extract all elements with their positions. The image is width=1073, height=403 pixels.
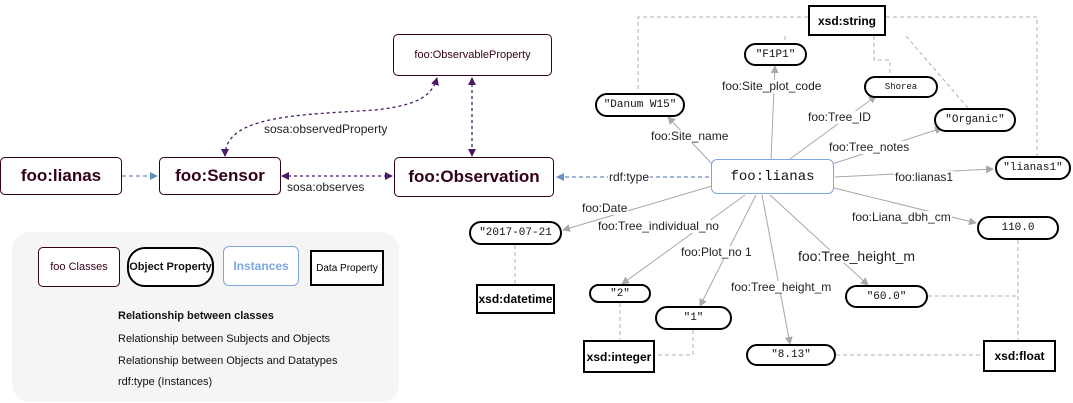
edge-label-tree-id: foo:Tree_ID	[807, 110, 872, 124]
edge-label-tree-notes: foo:Tree_notes	[828, 140, 911, 154]
class-node-sensor[interactable]: foo:Sensor	[159, 157, 281, 195]
edge-label-lianas1: foo:lianas1	[894, 170, 955, 184]
edge-height-a	[769, 194, 869, 286]
class-node-observable-property[interactable]: foo:ObservableProperty	[393, 34, 552, 76]
legend-data-property: Data Property	[310, 250, 384, 286]
legend-label-datatypes: Relationship between Objects and Datatyp…	[118, 355, 338, 367]
edge-label-liana-dbh: foo:Liana_dbh_cm	[851, 210, 952, 224]
datatype-integer[interactable]: xsd:integer	[583, 340, 655, 373]
dt-line-string-danum	[637, 16, 808, 92]
edge-height-b	[761, 194, 793, 345]
literal-danum-w15[interactable]: "Danum W15"	[595, 93, 685, 117]
literal-shorea[interactable]: Shorea	[864, 76, 938, 98]
edge-label-observes: sosa:observes	[286, 180, 366, 194]
edge-individual-no	[621, 194, 746, 285]
class-node-observation[interactable]: foo:Observation	[394, 157, 554, 197]
literal-plot-no[interactable]: "1"	[655, 306, 732, 330]
literal-height-813[interactable]: "8.13"	[746, 344, 836, 366]
edge-label-observed-property: sosa:observedProperty	[263, 122, 389, 136]
legend-foo-classes: foo Classes	[38, 247, 120, 287]
edge-label-plot-no: foo:Plot_no 1	[680, 245, 753, 259]
datatype-float[interactable]: xsd:float	[983, 340, 1056, 372]
dt-line-one-integer	[655, 330, 694, 356]
literal-date[interactable]: "2017-07-21	[469, 221, 562, 245]
edge-label-height-small: foo:Tree_height_m	[730, 280, 833, 294]
literal-f1p1[interactable]: "F1P1"	[744, 43, 807, 66]
edge-label-individual-no: foo:Tree_individual_no	[597, 219, 720, 233]
edge-observed-property	[221, 77, 439, 157]
legend-label-classes: Relationship between classes	[118, 310, 274, 322]
legend-label-subjects: Relationship between Subjects and Object…	[118, 333, 331, 345]
edge-tree-id	[789, 95, 877, 160]
dt-line-string-organic	[905, 35, 969, 109]
legend-label-rdf-type: rdf:type (Instances)	[118, 376, 213, 388]
edge-label-date: foo:Date	[581, 201, 629, 215]
datatype-string[interactable]: xsd:string	[808, 5, 886, 36]
legend-object-property: Object Property	[127, 247, 214, 287]
legend-instances: Instances	[223, 246, 299, 286]
edge-date	[562, 185, 713, 232]
literal-lianas1[interactable]: "lianas1"	[995, 156, 1071, 180]
literal-height-60[interactable]: "60.0"	[845, 285, 928, 308]
literal-individual-no[interactable]: "2"	[589, 284, 651, 303]
dt-line-string-shorea	[873, 36, 891, 76]
literal-liana-dbh[interactable]: 110.0	[977, 216, 1059, 240]
edge-label-site-name: foo:Site_name	[650, 129, 730, 143]
instance-node-lianas[interactable]: foo:lianas	[711, 159, 834, 194]
edge-label-rdf-type: rdf:type	[608, 170, 651, 184]
dt-line-string-lianas1	[886, 16, 1038, 156]
literal-organic[interactable]: "Organic"	[934, 108, 1016, 132]
class-node-lianas[interactable]: foo:lianas	[0, 157, 122, 195]
edge-label-site-plot-code: foo:Site_plot_code	[721, 79, 823, 93]
edge-label-height-big: foo:Tree_height_m	[797, 248, 916, 264]
datatype-datetime[interactable]: xsd:datetime	[476, 284, 555, 314]
